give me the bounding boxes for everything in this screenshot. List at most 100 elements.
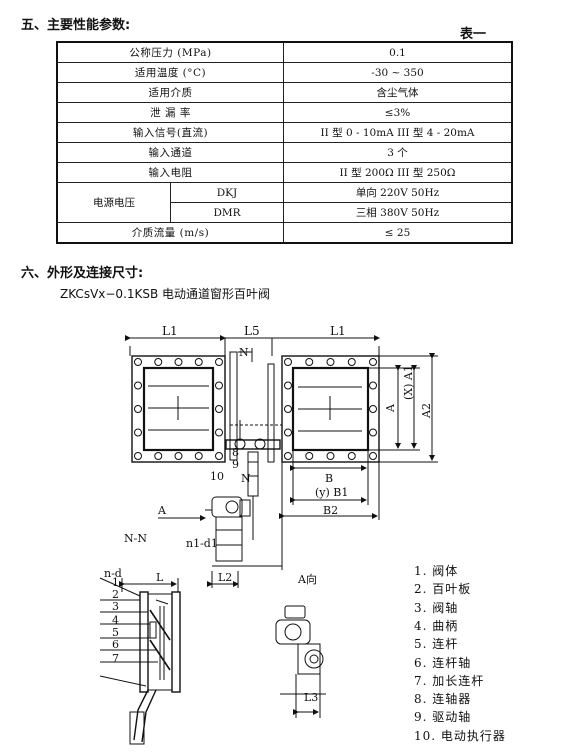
legend-item: 1. 阀体	[414, 564, 459, 578]
bottom-dimensions	[279, 450, 380, 520]
spec-subkey: DMR	[170, 202, 284, 223]
label-b: B	[325, 472, 334, 485]
label-b1: (y) B1	[315, 486, 349, 499]
left-frame-bolts	[134, 358, 223, 460]
bolt-hole	[305, 452, 314, 460]
right-frame-bolts	[284, 358, 377, 460]
callout-number: 5	[112, 626, 119, 639]
bolt-hole	[284, 452, 292, 460]
label-n-mid: N	[241, 472, 251, 485]
label-l: L	[156, 571, 164, 584]
label-n1d1: n1-d1	[186, 537, 218, 550]
right-valve-frame	[281, 355, 380, 463]
callout-number: 3	[112, 600, 119, 613]
spec-value: 单向 220V 50Hz	[283, 182, 513, 203]
bolt-hole	[134, 381, 142, 390]
nn-section	[99, 577, 181, 745]
legend-item: 9. 驱动轴	[414, 710, 472, 725]
bolt-hole	[369, 381, 377, 390]
center-linkage	[225, 348, 282, 540]
spec-value: -30 ~ 350	[283, 62, 513, 83]
bolt-hole	[284, 428, 292, 437]
callout-number: 1	[112, 576, 119, 589]
spec-row: 输入信号(直流)II 型 0 - 10mA III 型 4 - 20mA	[56, 122, 513, 143]
callout-number: 6	[112, 638, 119, 651]
legend-item: 2. 百叶板	[414, 582, 472, 597]
bolt-hole	[134, 428, 142, 437]
spec-row: 适用温度 (°C)-30 ~ 350	[56, 62, 513, 83]
spec-value: 三相 380V 50Hz	[283, 202, 513, 223]
bolt-hole	[284, 358, 292, 366]
top-dimensions	[125, 335, 380, 356]
bolt-hole	[154, 452, 163, 460]
bolt-hole	[154, 358, 163, 366]
spec-key: 电源电压	[56, 182, 171, 223]
legend-item: 5. 连杆	[414, 637, 459, 652]
spec-value: ≤3%	[283, 102, 513, 123]
legend-item: 7. 加长连杆	[414, 673, 485, 688]
bolt-hole	[369, 405, 377, 413]
legend-item: 4. 曲柄	[414, 618, 459, 633]
label-n-top: N	[239, 346, 249, 359]
legend-item: 8. 连轴器	[414, 692, 472, 707]
callout-number: 7	[112, 652, 119, 665]
section6-title: 六、外形及连接尺寸:	[21, 266, 144, 281]
bolt-hole	[134, 358, 142, 366]
bolt-hole	[215, 405, 223, 413]
bolt-hole	[215, 381, 223, 390]
bolt-hole	[194, 452, 203, 460]
label-a-view: A向	[298, 573, 317, 586]
label-a: A	[384, 404, 397, 412]
model-title: ZKCsVx−0.1KSB 电动通道窗形百叶阀	[60, 287, 271, 301]
bolt-hole	[284, 405, 292, 413]
label-a2: A2	[420, 403, 433, 418]
bolt-hole	[134, 405, 142, 413]
bolt-hole	[369, 452, 377, 460]
label-a1: (X) A1	[402, 365, 415, 400]
label-l2: L2	[218, 571, 233, 584]
bolt-hole	[134, 452, 142, 460]
spec-value: ≤ 25	[283, 222, 513, 244]
bolt-hole	[347, 358, 356, 366]
callout-number: 2	[112, 588, 119, 601]
actuator-a-view	[275, 605, 326, 718]
legend-item: 10. 电动执行器	[414, 728, 506, 743]
label-l5: L5	[244, 324, 260, 338]
label-9: 9	[232, 458, 239, 471]
left-valve-frame	[131, 355, 226, 463]
spec-row: 介质流量 (m/s)≤ 25	[56, 222, 513, 244]
label-8: 8	[232, 446, 239, 459]
label-nn: N-N	[124, 532, 147, 545]
label-nd: n-d	[104, 567, 122, 580]
bolt-hole	[215, 358, 223, 366]
table-tag: 表一	[460, 27, 487, 42]
bolt-hole	[369, 428, 377, 437]
bolt-hole	[305, 358, 314, 366]
label-l1-left: L1	[162, 324, 178, 338]
label-l1-right: L1	[330, 324, 346, 338]
spec-key: 输入电阻	[56, 162, 284, 183]
bolt-hole	[215, 452, 223, 460]
bolt-hole	[326, 452, 335, 460]
section5-title: 五、主要性能参数:	[21, 18, 131, 33]
legend-item: 6. 连杆轴	[414, 655, 472, 670]
legend-item: 3. 阀轴	[414, 600, 459, 615]
bolt-hole	[215, 428, 223, 437]
right-dimensions	[368, 353, 438, 463]
label-b2: B2	[323, 504, 339, 517]
bolt-hole	[347, 452, 356, 460]
bolt-hole	[369, 358, 377, 366]
bolt-hole	[326, 358, 335, 366]
callout-number: 4	[112, 614, 119, 627]
bolt-hole	[284, 381, 292, 390]
bolt-hole	[174, 358, 183, 366]
bolt-hole	[194, 358, 203, 366]
label-arrow-a: A	[158, 504, 166, 517]
